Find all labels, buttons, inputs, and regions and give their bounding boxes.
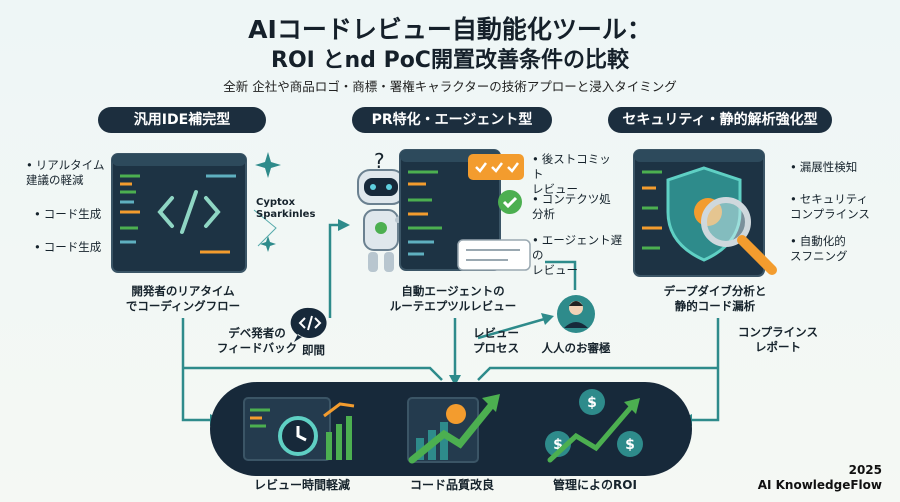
connector-feedback-up	[328, 223, 342, 318]
outcome-roi: 管理によのROI	[553, 478, 637, 492]
page-subtitle: 全新 企社や商品ロゴ・商標・署権キャラクターの技術アプローと浸入タイミング	[223, 79, 677, 94]
human-review-label: 人人のお審極	[541, 341, 611, 355]
pr-feature-1: 後ストコミット レビュー	[532, 152, 622, 197]
ide-caption: 開発者のリアタイム でコーディングフロー	[125, 284, 241, 313]
quality-growth-icon	[407, 394, 500, 464]
connector-ide-down	[181, 318, 215, 422]
feedback-label: デベ発者の フィードバック	[216, 326, 298, 355]
security-shield-icon	[633, 149, 777, 277]
sparkle-label: Cyptox Sparkinles	[256, 197, 316, 220]
roi-money-icon: $ $ $	[545, 389, 643, 463]
footer-brand: AI KnowledgeFlow	[757, 478, 882, 492]
arrowhead-pr	[449, 375, 461, 386]
connector-sec-down	[688, 318, 720, 422]
connector-ide-to-bar	[183, 366, 443, 381]
page-title: AIコードレビュー自動能化ツール：	[248, 15, 652, 44]
svg-text:$: $	[625, 437, 635, 453]
category-pill-pr: PR特化・エージェント型	[352, 107, 552, 133]
human-reviewer-icon	[557, 295, 595, 333]
pr-feature-2: コンテクツ処 分析	[532, 192, 622, 222]
category-pill-ide: 汎用IDE補完型	[98, 107, 266, 133]
sparkle-icon	[253, 152, 281, 252]
review-process-label: レビュー プロセス	[473, 326, 519, 355]
compliance-report-label: コンプラインス レポート	[738, 325, 818, 354]
outcome-quality: コード品質改良	[409, 478, 494, 492]
immediate-label: 即間	[302, 343, 325, 357]
ide-feature-1: リアルタイム建議の軽減	[26, 158, 106, 188]
code-bubble-icon	[290, 307, 327, 342]
robot-agent-icon: ?	[357, 149, 415, 272]
page-title-line2: ROI とnd PoC開置改善条件の比較	[271, 48, 629, 73]
security-feature-2: セキュリティ コンプラインス	[790, 192, 890, 222]
ide-feature-2: コード生成	[34, 207, 114, 222]
connector-sec-to-bar	[477, 366, 718, 381]
category-pill-security: セキュリティ・静的解析強化型	[608, 107, 832, 133]
ide-code-editor-icon	[111, 153, 247, 273]
security-feature-1: 漏展性検知	[790, 160, 890, 175]
time-reduction-icon	[243, 397, 355, 461]
arrowhead-feedback	[338, 219, 350, 231]
pr-code-editor-icon	[399, 149, 531, 271]
outcome-time-reduction: レビュー時間軽減	[253, 478, 350, 492]
connector-human	[477, 316, 549, 340]
security-caption: デープダイブ分析と 静的コード漏析	[663, 284, 767, 313]
svg-text:$: $	[587, 395, 597, 411]
footer-year: 2025	[848, 463, 882, 477]
ide-feature-3: コード生成	[34, 240, 114, 255]
pr-caption: 自動エージェントの ルーテエプツルレビュー	[389, 284, 517, 313]
svg-text:$: $	[553, 437, 563, 453]
pr-feature-3: エージェント遅の レビュー	[532, 233, 624, 278]
svg-text:?: ?	[374, 149, 385, 173]
arrowhead-human	[541, 313, 554, 325]
security-feature-3: 自動化的 スフニング	[790, 234, 890, 264]
